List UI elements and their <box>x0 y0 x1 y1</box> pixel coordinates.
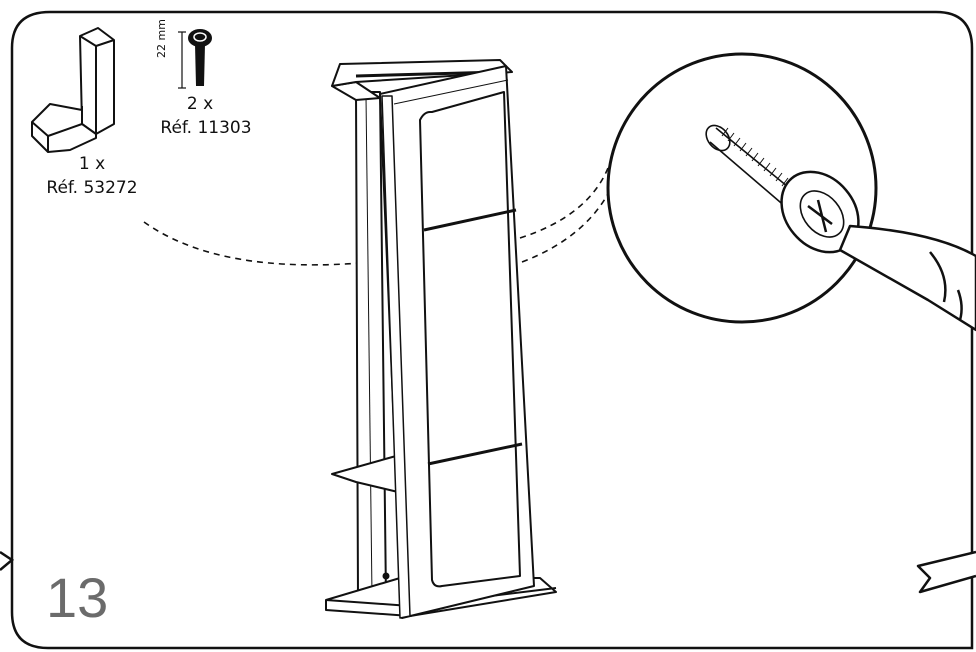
screw-dimension-label: 22 mm <box>155 19 168 58</box>
prev-arrow-icon <box>0 550 15 571</box>
part-1-reference: Réf. 53272 <box>46 178 138 198</box>
detail-zoom-circle <box>606 52 976 332</box>
part-2-reference: Réf. 11303 <box>160 118 252 138</box>
step-frame <box>10 10 974 650</box>
j-bracket-icon <box>31 27 115 153</box>
next-arrow-icon <box>916 550 976 594</box>
screw-icon <box>178 29 212 89</box>
part-1-quantity: 1 x <box>78 154 106 174</box>
part-2-quantity: 2 x <box>186 94 214 114</box>
screw-detail-icon <box>705 124 860 254</box>
step-number: 13 <box>46 566 109 629</box>
cabinet-drawing <box>325 59 557 619</box>
screwdriver-icon <box>838 224 976 332</box>
